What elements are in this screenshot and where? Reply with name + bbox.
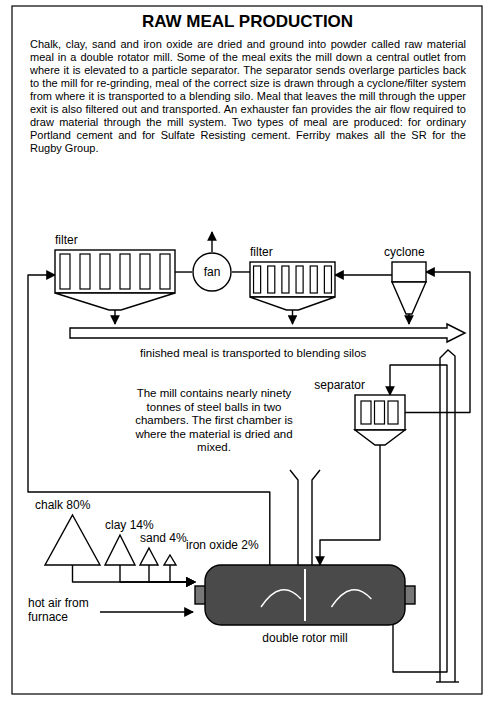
pile-shape [45, 515, 100, 565]
flow-connector [292, 310, 293, 324]
node-label: filter [55, 233, 78, 247]
node-label: chalk 80% [35, 498, 90, 512]
title: RAW MEAL PRODUCTION [0, 12, 495, 32]
separator-shape [355, 395, 405, 445]
node-label: sand 4% [140, 531, 187, 545]
filter-shape [250, 262, 335, 310]
node-label: cyclone [384, 245, 425, 259]
pile-shape [140, 548, 158, 565]
flow-connector [335, 274, 392, 275]
hot-air-arrow [100, 611, 193, 612]
exhaust-arrow [211, 232, 212, 252]
node-label: double rotor mill [195, 631, 415, 645]
conveyor-shape [70, 324, 465, 342]
material-pile: iron oxide 2% [164, 555, 176, 565]
flow-connector [149, 565, 195, 582]
flow-connector [175, 271, 192, 272]
cyclone-shape [392, 262, 426, 314]
pile-shape [105, 535, 135, 565]
node-label: clay 14% [105, 518, 154, 532]
page-frame [12, 6, 482, 694]
material-pile: sand 4% [140, 548, 158, 565]
intro-text: Chalk, clay, sand and iron oxide are dri… [30, 38, 466, 155]
node-label: filter [250, 245, 273, 259]
filter-unit: filter [250, 262, 335, 310]
inlet-label: hot air from furnace [28, 596, 102, 624]
double-rotor-mill: double rotor mill [195, 565, 415, 625]
central-outlet-chute [290, 470, 320, 565]
flow-connector [232, 271, 250, 272]
flow-connector [170, 565, 195, 582]
flow-connector [73, 565, 196, 582]
node-label: separator [314, 378, 365, 392]
material-pile: chalk 80% [45, 515, 100, 565]
filter-shape [55, 250, 175, 310]
node-label: iron oxide 2% [186, 538, 259, 552]
cyclone: cyclone [392, 262, 426, 314]
callout-note: The mill contains nearly ninety tonnes o… [128, 387, 300, 455]
separator: separator [355, 395, 405, 445]
flow-connector [114, 310, 115, 324]
filter-unit: filter [55, 250, 175, 310]
flow-connector [408, 314, 409, 324]
pile-shape [164, 555, 176, 565]
conveyor-arrow: finished meal is transported to blending… [70, 324, 465, 342]
flow-connector [120, 565, 195, 582]
exhauster-fan: fan [192, 252, 232, 292]
material-pile: clay 14% [105, 535, 135, 565]
node-label: fan [192, 252, 232, 292]
node-label: finished meal is transported to blending… [140, 346, 366, 360]
mill-shape [195, 565, 415, 625]
flow-connector [320, 445, 380, 565]
